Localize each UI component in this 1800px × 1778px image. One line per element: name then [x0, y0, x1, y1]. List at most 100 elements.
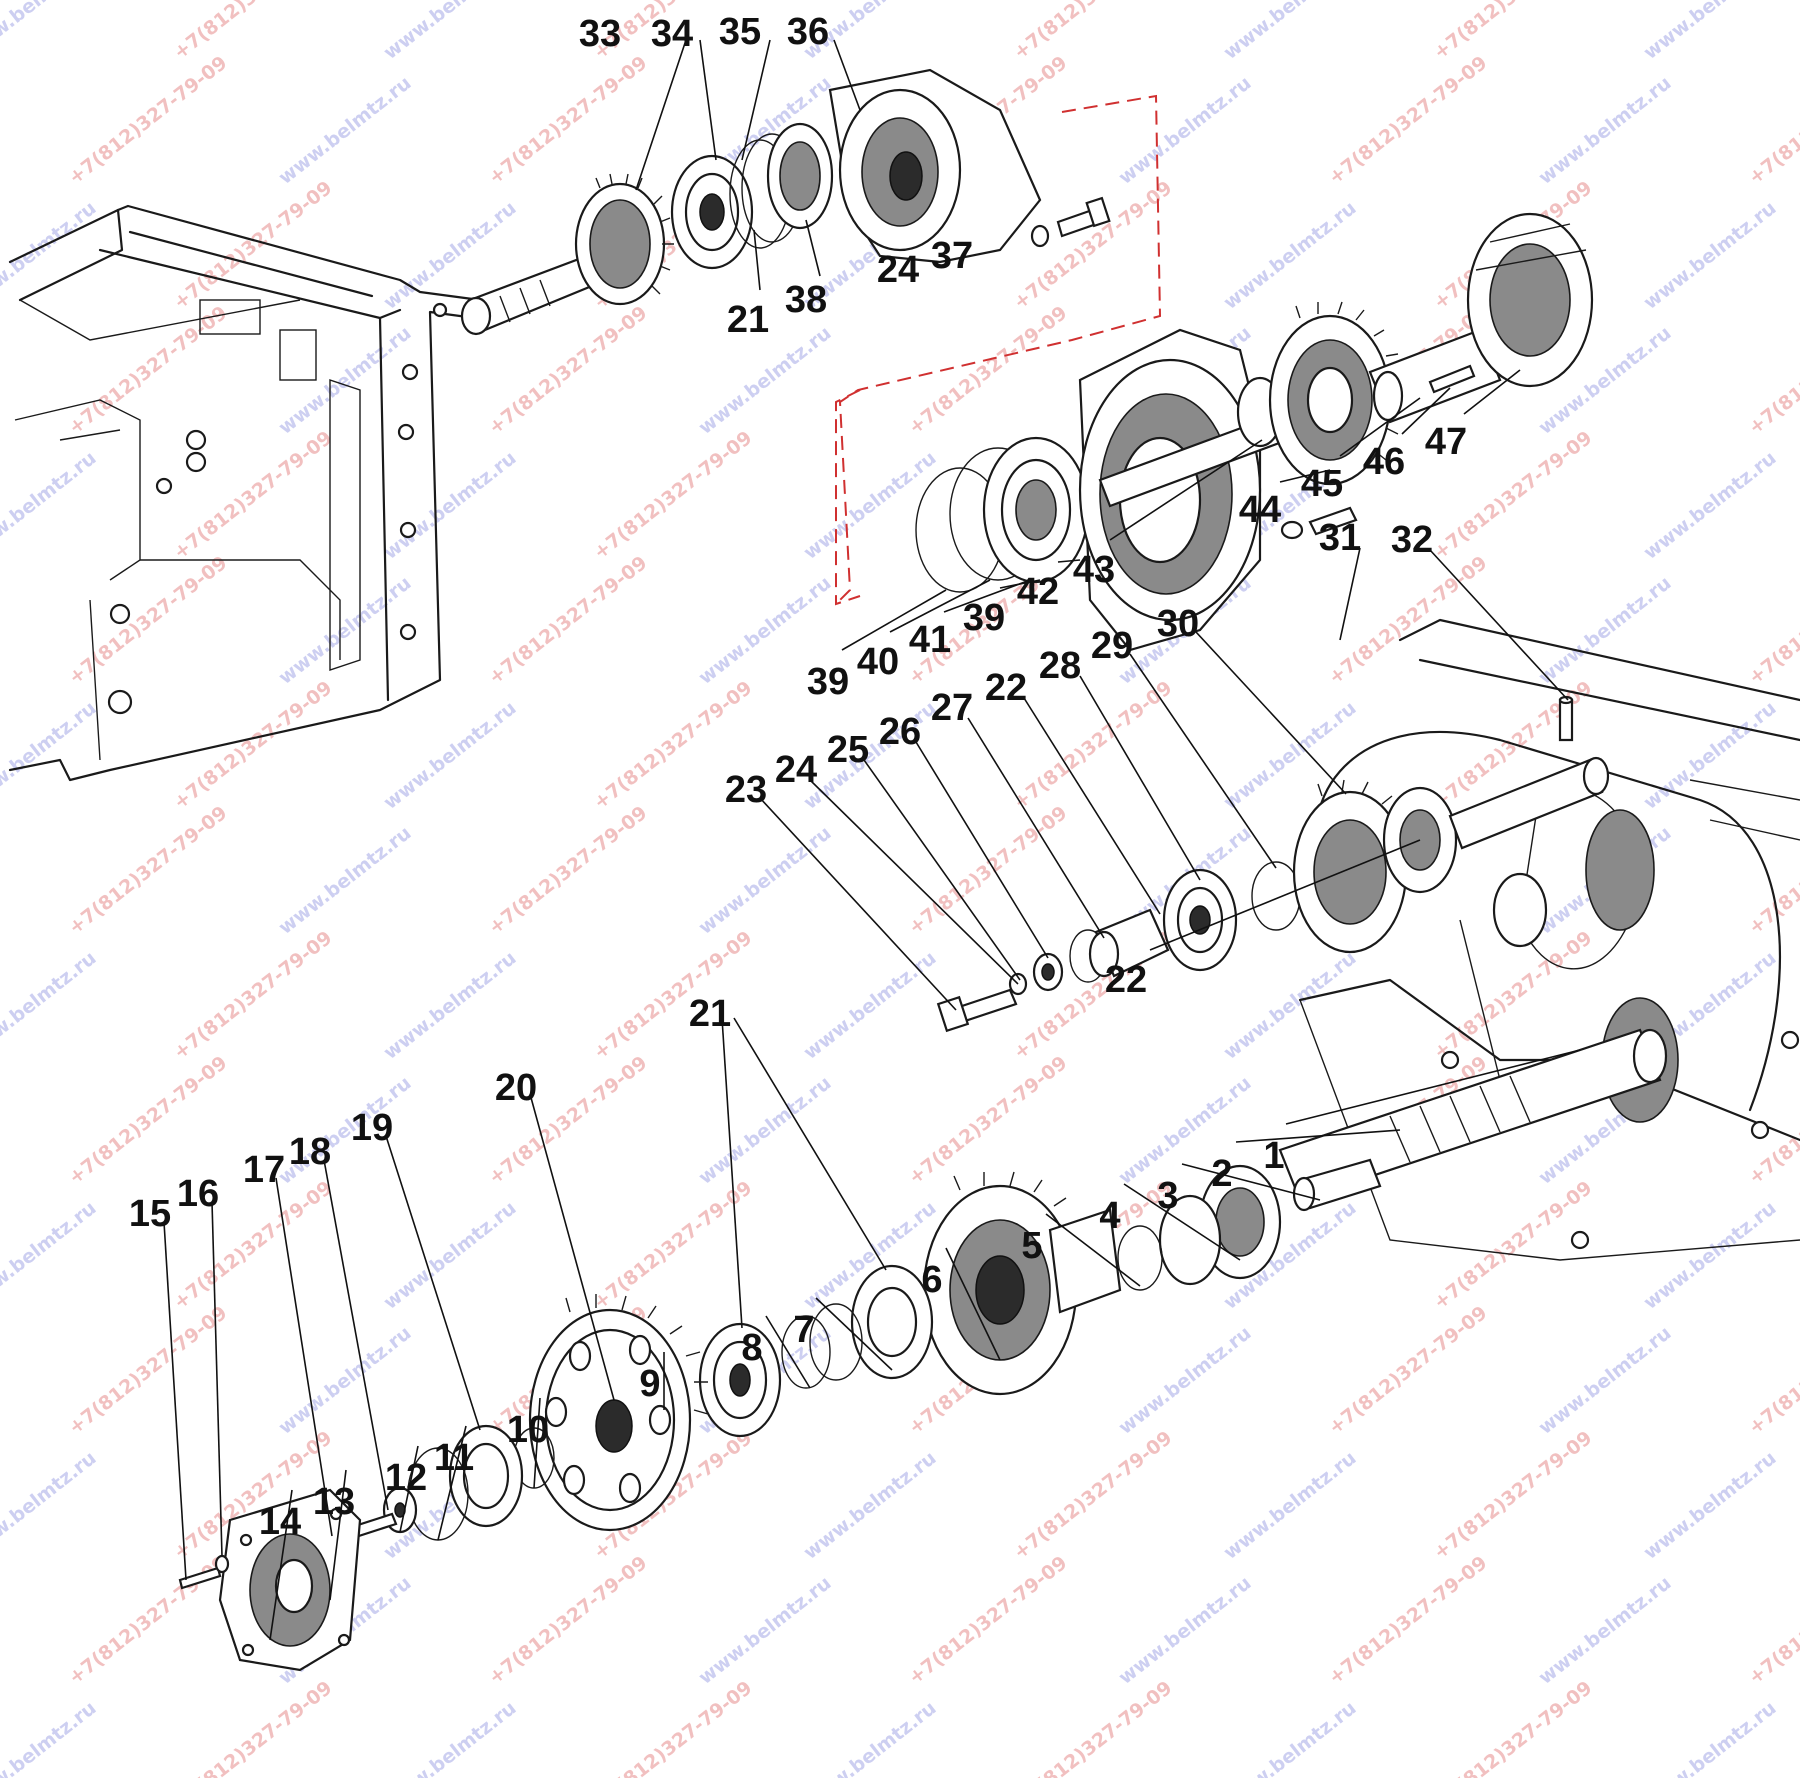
callout-c19: 19 — [351, 1107, 393, 1149]
callout-c23: 23 — [725, 769, 767, 811]
watermark-site: www.belmtz.ru — [0, 0, 101, 64]
watermark-phone: +7(812)327-79-09 — [905, 1552, 1072, 1689]
watermark-phone: +7(812)327-79-09 — [590, 427, 757, 564]
watermark-phone: +7(812)327-79-09 — [905, 1052, 1072, 1189]
watermark-phone: +7(812)327-79-09 — [485, 52, 652, 189]
callout-c34: 34 — [651, 13, 693, 55]
watermark-site: www.belmtz.ru — [1535, 1572, 1676, 1689]
watermark-phone: +7(812)327-79-09 — [65, 552, 232, 689]
watermark-phone: +7(812)327-79-09 — [65, 302, 232, 439]
watermark-phone: +7(812)327-79-09 — [1430, 1677, 1597, 1778]
watermark-phone: +7(812)327-79-09 — [1745, 52, 1800, 189]
subassembly-dashed-outline — [835, 94, 1162, 605]
watermark-phone: +7(812)327-79-09 — [1010, 1427, 1177, 1564]
callout-c5: 5 — [1021, 1225, 1042, 1267]
left-gearbox-housing — [8, 204, 482, 782]
watermark-phone: +7(812)327-79-09 — [65, 1052, 232, 1189]
watermark-site: www.belmtz.ru — [1535, 572, 1676, 689]
callout-c44: 44 — [1239, 489, 1281, 531]
watermark-phone: +7(812)327-79-09 — [905, 302, 1072, 439]
watermark-phone: +7(812)327-79-09 — [1325, 1302, 1492, 1439]
callout-c2: 2 — [1211, 1153, 1232, 1195]
watermark-site: www.belmtz.ru — [1115, 72, 1256, 189]
watermark-phone: +7(812)327-79-09 — [170, 0, 337, 64]
watermark-site: www.belmtz.ru — [0, 1197, 101, 1314]
watermark-phone: +7(812)327-79-09 — [485, 302, 652, 439]
callout-c24a: 24 — [877, 249, 919, 291]
callout-c22a: 22 — [985, 667, 1027, 709]
watermark-site: www.belmtz.ru — [380, 947, 521, 1064]
watermark-phone: +7(812)327-79-09 — [1325, 552, 1492, 689]
watermark-phone: +7(812)327-79-09 — [485, 1552, 652, 1689]
watermark-phone: +7(812)327-79-09 — [1745, 1552, 1800, 1689]
watermark-site: www.belmtz.ru — [0, 1697, 101, 1778]
callout-c20: 20 — [495, 1067, 537, 1109]
watermark-site: www.belmtz.ru — [695, 1072, 836, 1189]
watermark-phone: +7(812)327-79-09 — [1745, 802, 1800, 939]
callout-c21a: 21 — [727, 299, 769, 341]
watermark-site: www.belmtz.ru — [695, 1572, 836, 1689]
watermark-site: www.belmtz.ru — [1220, 1697, 1361, 1778]
watermark-site: www.belmtz.ru — [1535, 1322, 1676, 1439]
callout-c33: 33 — [579, 13, 621, 55]
callout-c31: 31 — [1319, 517, 1361, 559]
callout-c25: 25 — [827, 729, 869, 771]
callout-c1: 1 — [1263, 1135, 1284, 1177]
watermark-phone: +7(812)327-79-09 — [170, 1677, 337, 1778]
watermark-phone: +7(812)327-79-09 — [1325, 1552, 1492, 1689]
callout-c39a: 39 — [963, 597, 1005, 639]
callout-c15: 15 — [129, 1193, 171, 1235]
callout-c26: 26 — [879, 711, 921, 753]
callout-c47: 47 — [1425, 421, 1467, 463]
watermark-site: www.belmtz.ru — [1115, 1572, 1256, 1689]
watermark-phone: +7(812)327-79-09 — [590, 1177, 757, 1314]
watermark-site: www.belmtz.ru — [0, 947, 101, 1064]
watermark-site: www.belmtz.ru — [1640, 697, 1781, 814]
callout-c4: 4 — [1099, 1195, 1120, 1237]
callout-c8: 8 — [741, 1327, 762, 1369]
callout-c18: 18 — [289, 1131, 331, 1173]
watermark-site: www.belmtz.ru — [0, 1447, 101, 1564]
callout-c39b: 39 — [807, 661, 849, 703]
callout-c3: 3 — [1157, 1175, 1178, 1217]
watermark-site: www.belmtz.ru — [275, 572, 416, 689]
watermark-site: www.belmtz.ru — [380, 0, 521, 64]
watermark-phone: +7(812)327-79-09 — [905, 802, 1072, 939]
watermark-phone: +7(812)327-79-09 — [1430, 1177, 1597, 1314]
callout-c24b: 24 — [775, 749, 817, 791]
watermark-phone: +7(812)327-79-09 — [1745, 302, 1800, 439]
callout-c45: 45 — [1301, 463, 1343, 505]
watermark-phone: +7(812)327-79-09 — [590, 1677, 757, 1778]
callout-c40: 40 — [857, 641, 899, 683]
watermark-phone: +7(812)327-79-09 — [170, 177, 337, 314]
callout-c11: 11 — [434, 1437, 474, 1479]
watermark-site: www.belmtz.ru — [1220, 1447, 1361, 1564]
watermark-site: www.belmtz.ru — [800, 1697, 941, 1778]
watermark-site: www.belmtz.ru — [275, 72, 416, 189]
callout-c37: 37 — [931, 235, 973, 277]
callout-c7: 7 — [793, 1309, 814, 1351]
leader-lines — [163, 39, 1581, 1641]
watermark-phone: +7(812)327-79-09 — [170, 927, 337, 1064]
watermark-phone: +7(812)327-79-09 — [65, 802, 232, 939]
watermark-site: www.belmtz.ru — [380, 697, 521, 814]
callout-c35: 35 — [719, 11, 761, 53]
watermark-phone: +7(812)327-79-09 — [1325, 52, 1492, 189]
watermark-phone: +7(812)327-79-09 — [1010, 1677, 1177, 1778]
watermark-phone: +7(812)327-79-09 — [1745, 552, 1800, 689]
watermark-site: www.belmtz.ru — [0, 697, 101, 814]
watermark-site: www.belmtz.ru — [275, 1322, 416, 1439]
callout-c22b: 22 — [1105, 959, 1147, 1001]
watermark-site: www.belmtz.ru — [1640, 197, 1781, 314]
watermark-site: www.belmtz.ru — [1640, 0, 1781, 64]
watermark-site: www.belmtz.ru — [1115, 1322, 1256, 1439]
watermark-phone: +7(812)327-79-09 — [1430, 927, 1597, 1064]
callout-c6: 6 — [921, 1259, 942, 1301]
watermark-phone: +7(812)327-79-09 — [485, 552, 652, 689]
watermark-site: www.belmtz.ru — [0, 197, 101, 314]
watermark-site: www.belmtz.ru — [1535, 72, 1676, 189]
callout-c28: 28 — [1039, 645, 1081, 687]
main-shaft-assembly — [178, 1028, 1668, 1672]
